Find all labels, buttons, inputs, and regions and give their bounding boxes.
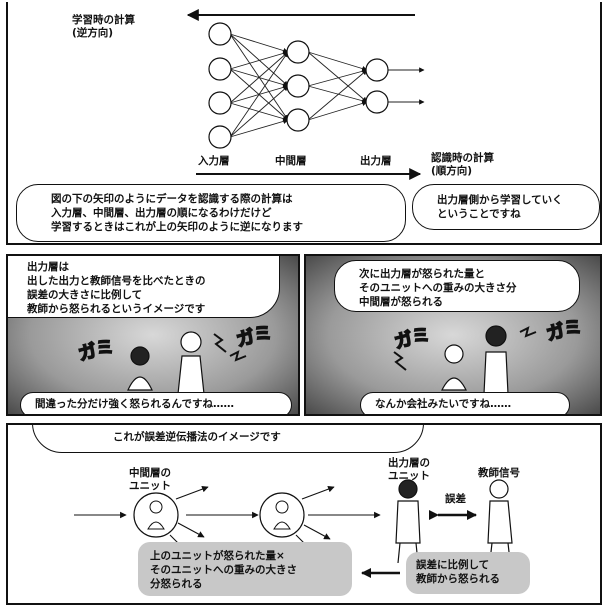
speech-bubble-student: 出力層側から学習していく ということですね xyxy=(412,184,600,230)
panel-network-diagram: 学習時の計算 (逆方向) 入力層 中間層 出力層 認識時の計算 (順方向) 図の… xyxy=(6,2,602,245)
hidden-layer-label: 中間層 xyxy=(275,155,307,167)
student-figure xyxy=(127,346,153,391)
input-node xyxy=(208,91,232,115)
speech-bubble-student: なんか会社みたいですね…… xyxy=(360,392,570,414)
forward-arrow-label: 認識時の計算 (順方向) xyxy=(431,152,494,177)
panel-backpropagation-overview: これが誤差逆伝播法のイメージです 中間層の ユニット 出力層の ユニット 教師信… xyxy=(6,423,602,605)
error-label: 誤差 xyxy=(445,493,466,505)
hidden-node xyxy=(286,74,310,98)
teacher-figure xyxy=(487,479,513,562)
output-node xyxy=(365,90,389,114)
output-node xyxy=(365,58,389,82)
speech-bubble-explanation: 出力層は 出した出力と教師信号を比べたときの 誤差の大きさに比例して 教師から怒… xyxy=(8,256,280,318)
speech-bubble-student: 間違った分だけ強く怒られるんですね…… xyxy=(20,392,292,414)
panel-output-layer-scolded: 出力層は 出した出力と教師信号を比べたときの 誤差の大きさに比例して 教師から怒… xyxy=(6,254,300,416)
speech-bubble-teacher: 図の下の矢印のようにデータを認識する際の計算は 入力層、中間層、出力層の順になる… xyxy=(16,184,406,242)
hidden-unit-figure xyxy=(441,344,467,391)
input-node xyxy=(208,22,232,46)
output-unit-label: 出力層の ユニット xyxy=(388,457,430,482)
output-unit-figure xyxy=(395,479,421,564)
characters-scene xyxy=(127,331,247,395)
neural-network-diagram xyxy=(186,9,425,180)
output-layer-explanation-box: 誤差に比例して 教師から怒られる xyxy=(406,552,530,594)
output-unit-figure xyxy=(483,325,509,395)
output-layer-label: 出力層 xyxy=(360,155,392,167)
hidden-unit-circle xyxy=(259,492,305,538)
input-layer-label: 入力層 xyxy=(198,155,230,167)
input-node xyxy=(208,125,232,149)
teacher-signal-label: 教師信号 xyxy=(478,467,520,479)
speech-bubble-explanation: これが誤差逆伝播法のイメージです xyxy=(32,425,424,453)
hidden-layer-explanation-box: 上のユニットが怒られた量× そのユニットへの重みの大きさ 分怒られる xyxy=(138,542,352,596)
panel-hidden-layer-scolded: 次に出力層が怒られた量と そのユニットへの重みの大きさ分 中間層が怒られる ガミ… xyxy=(304,254,602,416)
hidden-unit-circle xyxy=(133,492,179,538)
hidden-node xyxy=(286,40,310,64)
input-node xyxy=(208,57,232,81)
backward-arrow-label: 学習時の計算 (逆方向) xyxy=(72,14,135,39)
speech-bubble-explanation: 次に出力層が怒られた量と そのユニットへの重みの大きさ分 中間層が怒られる xyxy=(334,260,580,312)
characters-scene xyxy=(393,325,537,395)
teacher-figure xyxy=(177,331,205,395)
hidden-unit-label: 中間層の ユニット xyxy=(129,467,171,492)
hidden-node xyxy=(286,108,310,132)
